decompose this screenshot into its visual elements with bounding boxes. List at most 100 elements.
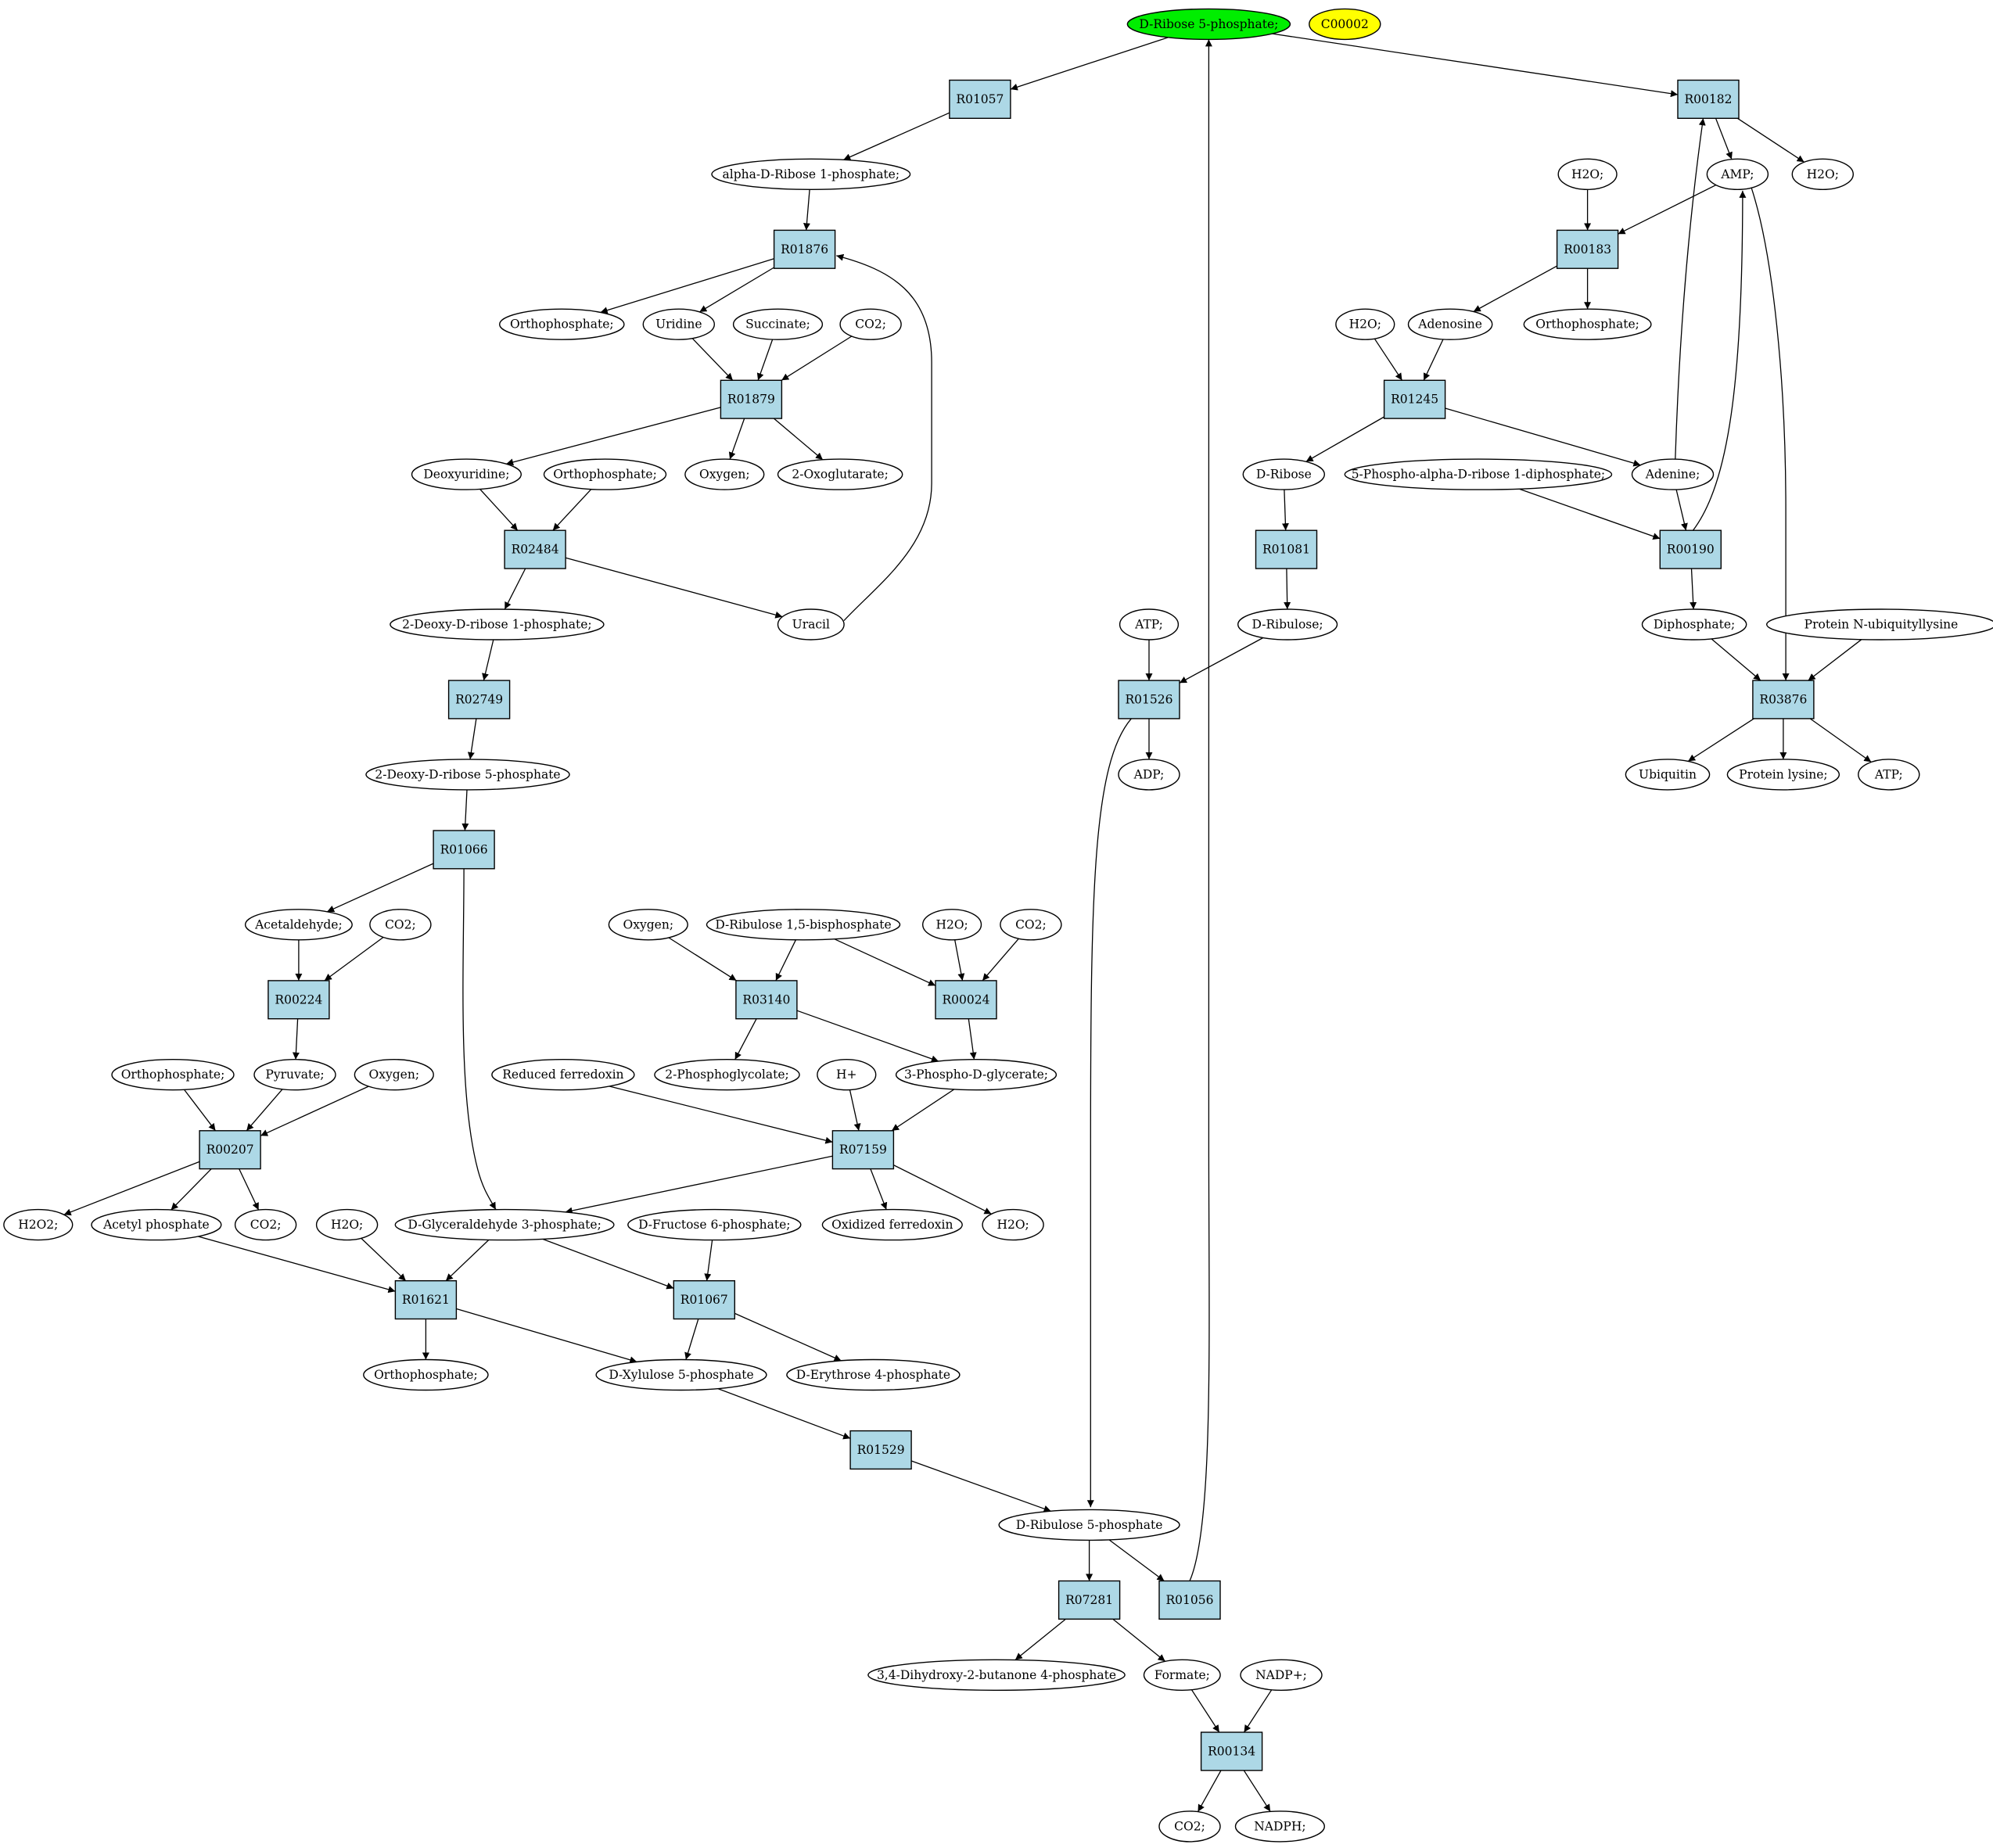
compound-node-prpp[interactable]: 5-Phospho-alpha-D-ribose 1-diphosphate; — [1344, 458, 1613, 490]
reaction-node-R01081[interactable]: R01081 — [1255, 529, 1318, 569]
compound-node-oxygen_c[interactable]: Oxygen; — [354, 1058, 434, 1091]
reaction-node-R01056[interactable]: R01056 — [1158, 1580, 1221, 1620]
reaction-node-R03140[interactable]: R03140 — [735, 980, 798, 1020]
compound-node-co2_a[interactable]: CO2; — [839, 308, 902, 340]
compound-node-orthop_b[interactable]: Orthophosphate; — [1523, 308, 1652, 340]
reaction-node-R01529[interactable]: R01529 — [849, 1430, 912, 1470]
compound-node-redfd[interactable]: Reduced ferredoxin — [491, 1058, 635, 1091]
compound-node-oxygen_a[interactable]: Oxygen; — [684, 458, 765, 490]
reaction-node-R00224[interactable]: R00224 — [268, 980, 330, 1020]
compound-node-h2o_e[interactable]: H2O; — [315, 1208, 379, 1241]
compound-node-pyruvate[interactable]: Pyruvate; — [253, 1058, 336, 1091]
reaction-node-R01067[interactable]: R01067 — [673, 1279, 735, 1320]
edge-pga-to-R07159 — [891, 1089, 955, 1132]
reaction-box — [1659, 529, 1722, 569]
reaction-node-R00190[interactable]: R00190 — [1659, 529, 1722, 569]
compound-node-e4p[interactable]: D-Erythrose 4-phosphate — [786, 1358, 961, 1391]
reaction-node-R00183[interactable]: R00183 — [1556, 229, 1619, 269]
reaction-node-R01876[interactable]: R01876 — [773, 229, 836, 269]
compound-node-formate[interactable]: Formate; — [1143, 1659, 1221, 1692]
reaction-box — [735, 980, 798, 1020]
compound-node-uridine[interactable]: Uridine — [642, 308, 715, 340]
compound-node-pglycolate[interactable]: 2-Phosphoglycolate; — [654, 1058, 800, 1091]
compound-node-h2o_c[interactable]: H2O; — [1335, 308, 1395, 340]
compound-node-co2_c[interactable]: CO2; — [1000, 909, 1062, 941]
compound-node-diphosphate[interactable]: Diphosphate; — [1641, 608, 1747, 641]
compound-node-f6p[interactable]: D-Fructose 6-phosphate; — [627, 1208, 802, 1241]
compound-node-co2_d[interactable]: CO2; — [234, 1208, 297, 1241]
compound-node-xu5p[interactable]: D-Xylulose 5-phosphate — [595, 1358, 767, 1391]
compound-node-deoxyuridine[interactable]: Deoxyuridine; — [411, 458, 522, 490]
compound-node-orthop_e[interactable]: Orthophosphate; — [363, 1358, 489, 1391]
compound-node-acetaldehyde[interactable]: Acetaldehyde; — [244, 909, 353, 941]
compound-node-dribose[interactable]: D-Ribose — [1242, 458, 1326, 490]
compound-node-adr1p[interactable]: alpha-D-Ribose 1-phosphate; — [711, 158, 911, 191]
edge-h2o_c-to-R01245 — [1374, 338, 1403, 381]
compound-node-orthop_d[interactable]: Orthophosphate; — [111, 1058, 235, 1091]
compound-node-dribulose[interactable]: D-Ribulose; — [1237, 608, 1338, 641]
reaction-box — [1556, 229, 1619, 269]
compound-node-protlys[interactable]: Protein lysine; — [1726, 759, 1840, 791]
compound-node-ddr1p[interactable]: 2-Deoxy-D-ribose 1-phosphate; — [390, 608, 605, 641]
reaction-node-R01526[interactable]: R01526 — [1118, 680, 1180, 719]
reaction-node-R01066[interactable]: R01066 — [433, 830, 495, 870]
reaction-node-R07281[interactable]: R07281 — [1058, 1580, 1121, 1620]
compound-node-h2o_f[interactable]: H2O; — [982, 1208, 1044, 1241]
compound-node-atp_a[interactable]: ATP; — [1119, 608, 1180, 641]
compound-node-orthop_c[interactable]: Orthophosphate; — [543, 458, 667, 490]
compound-node-co2_b[interactable]: CO2; — [369, 909, 432, 941]
reaction-node-R00182[interactable]: R00182 — [1677, 79, 1740, 119]
compound-node-amp[interactable]: AMP; — [1706, 158, 1769, 191]
reaction-node-R01621[interactable]: R01621 — [394, 1279, 458, 1320]
compound-node-adenosine[interactable]: Adenosine — [1407, 308, 1493, 340]
compound-node-ddr5p[interactable]: 2-Deoxy-D-ribose 5-phosphate — [365, 759, 570, 791]
compound-node-nadph[interactable]: NADPH; — [1234, 1810, 1326, 1843]
compound-ellipse — [777, 608, 845, 641]
compound-node-adp[interactable]: ADP; — [1118, 759, 1180, 791]
edge-R02484-to-ddr1p — [504, 568, 526, 610]
compound-node-ubiquitin[interactable]: Ubiquitin — [1625, 759, 1711, 791]
compound-node-succinate[interactable]: Succinate; — [732, 308, 824, 340]
compound-node-c00002[interactable]: C00002 — [1309, 8, 1381, 41]
compound-node-pga[interactable]: 3-Phospho-D-glycerate; — [895, 1058, 1058, 1091]
node-label: H2O; — [1349, 318, 1381, 332]
compound-node-ru5p[interactable]: D-Ribulose 5-phosphate — [998, 1509, 1180, 1541]
node-label: Deoxyuridine; — [423, 468, 509, 482]
edge-f6p-to-R01067 — [704, 1240, 713, 1281]
edge-redfd-to-R07159 — [609, 1085, 833, 1144]
compound-node-uracil[interactable]: Uracil — [777, 608, 845, 641]
reaction-node-R02749[interactable]: R02749 — [447, 680, 511, 719]
compound-node-dhbp[interactable]: 3,4-Dihydroxy-2-butanone 4-phosphate — [867, 1659, 1126, 1692]
compound-node-oxfd[interactable]: Oxidized ferredoxin — [821, 1208, 963, 1241]
reaction-node-R01879[interactable]: R01879 — [720, 379, 783, 419]
compound-node-h2o2[interactable]: H2O2; — [3, 1208, 74, 1241]
compound-node-acetylp[interactable]: Acetyl phosphate — [91, 1208, 222, 1241]
compound-node-hplus[interactable]: H+ — [817, 1058, 877, 1091]
compound-node-protubq[interactable]: Protein N-ubiquityllysine — [1766, 608, 1993, 641]
reaction-node-R00024[interactable]: R00024 — [935, 980, 997, 1020]
compound-node-h2o_b[interactable]: H2O; — [1791, 158, 1855, 191]
compound-node-h2o_d[interactable]: H2O; — [921, 909, 982, 941]
reaction-node-R02484[interactable]: R02484 — [504, 529, 566, 569]
compound-node-co2_e[interactable]: CO2; — [1158, 1810, 1221, 1843]
compound-node-h2o_a[interactable]: H2O; — [1557, 158, 1618, 191]
reaction-node-R01057[interactable]: R01057 — [949, 79, 1011, 119]
compound-node-drubp[interactable]: D-Ribulose 1,5-bisphosphate — [706, 909, 901, 941]
compound-node-g3p[interactable]: D-Glyceraldehyde 3-phosphate; — [394, 1208, 615, 1241]
edge-pyruvate-to-R00207 — [246, 1089, 283, 1132]
compound-node-oxygen_b[interactable]: Oxygen; — [608, 909, 688, 941]
compound-node-nadp[interactable]: NADP+; — [1240, 1659, 1323, 1692]
edge-orthop_c-to-R02484 — [552, 489, 592, 531]
reaction-node-R01245[interactable]: R01245 — [1383, 379, 1446, 419]
compound-node-adenine[interactable]: Adenine; — [1631, 458, 1715, 490]
reaction-node-R07159[interactable]: R07159 — [831, 1130, 895, 1170]
compound-node-atp_b[interactable]: ATP; — [1858, 759, 1920, 791]
reaction-node-R03876[interactable]: R03876 — [1752, 680, 1815, 719]
reaction-node-R00134[interactable]: R00134 — [1200, 1731, 1263, 1771]
reaction-node-R00207[interactable]: R00207 — [199, 1130, 261, 1170]
node-label: H2O; — [1807, 167, 1839, 181]
compound-ellipse — [499, 308, 625, 340]
compound-node-orthop_a[interactable]: Orthophosphate; — [499, 308, 625, 340]
compound-node-dr5p[interactable]: D-Ribose 5-phosphate; — [1126, 8, 1291, 41]
compound-node-oxoglutarate[interactable]: 2-Oxoglutarate; — [777, 458, 903, 490]
